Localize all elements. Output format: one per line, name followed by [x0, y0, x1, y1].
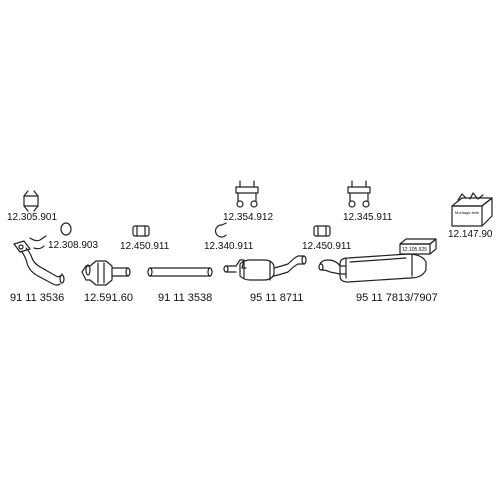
clamp-part-number: 12.450.911: [120, 241, 170, 252]
catalytic-converter-part-number: 12.591.60: [84, 292, 133, 304]
hanger-part-number: 12.354.912: [223, 212, 274, 223]
rubber-hanger-icon: [347, 180, 371, 208]
front-silencer-drawing: [223, 255, 307, 281]
clamp-part-number: 12.305.901: [7, 212, 58, 223]
front-silencer-part-number: 95 11 8711: [250, 292, 304, 304]
mounting-kit-box-text: Montage-teile: [455, 210, 480, 215]
mounting-kit-part-number: 12.147.90: [448, 229, 493, 240]
catalytic-converter-drawing: [81, 260, 131, 286]
u-clamp-part-number: 12.340.911: [204, 241, 254, 252]
front-pipe-part-number: 91 11 3536: [10, 292, 65, 304]
rubber-hanger-icon: [235, 180, 259, 208]
u-clamp-icon: [214, 222, 227, 238]
clamp-icon: [23, 190, 39, 212]
paste-box-icon: [399, 238, 437, 255]
middle-pipe-part-number: 91 11 3538: [158, 292, 213, 304]
clamp-icon: [132, 225, 150, 237]
rear-silencer-drawing: [318, 253, 427, 283]
paste-box-text: 12.105.925: [402, 247, 427, 253]
rear-silencer-part-number: 95 11 7813/7907: [356, 292, 438, 304]
ring-gasket-part-number: 12.308.903: [48, 240, 99, 251]
mounting-kit-box-icon: [451, 192, 493, 227]
middle-pipe-drawing: [147, 267, 213, 277]
clamp-icon: [313, 225, 331, 237]
front-pipe-drawing: [13, 235, 65, 286]
hanger-part-number: 12.345.911: [343, 212, 393, 223]
ring-gasket-icon: [60, 222, 72, 236]
clamp-part-number: 12.450.911: [302, 241, 352, 252]
